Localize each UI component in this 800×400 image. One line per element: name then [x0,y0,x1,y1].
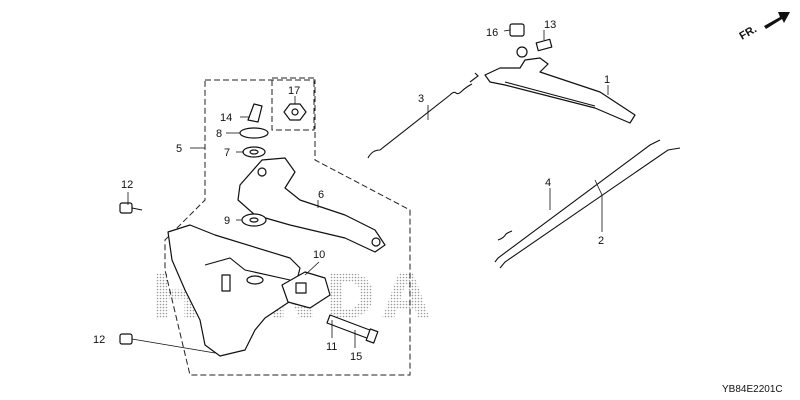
part-12-bolt-upper [119,202,143,214]
nut-inset-box [271,77,315,131]
part-4-rod [494,139,661,263]
callout-7: 7 [224,147,230,159]
diagram-code: YB84E2201C [722,384,783,395]
part-3-spring-rod [367,72,479,159]
callout-15: 15 [350,351,362,363]
part-7-washer [242,146,266,158]
part-9-washer [241,213,267,227]
callout-9: 9 [224,215,230,227]
callout-5: 5 [176,143,182,155]
callout-6: 6 [318,189,324,201]
part-2-rod [499,147,681,269]
callout-2: 2 [598,235,604,247]
callout-12-upper: 12 [121,179,133,191]
callout-8: 8 [216,128,222,140]
callout-3: 3 [418,93,424,105]
callout-12-lower: 12 [93,334,105,346]
part-10-block [281,271,331,309]
part-12-bolt-lower [119,333,133,345]
assembly-boundary [164,79,411,376]
part-13-bolt [535,38,553,52]
part-15-bolt [326,314,379,344]
part-8-washer [239,127,269,139]
part-17-nut [283,103,307,121]
callouts: 1 2 3 4 5 6 7 8 9 10 11 12 12 13 14 15 1… [93,19,610,363]
part-1-lever [484,46,636,124]
part-16-nut [509,23,525,37]
direction-arrow-icon [764,12,790,29]
direction-label: FR. [738,23,759,42]
callout-14: 14 [220,112,232,124]
front-direction-indicator: FR. [738,12,790,43]
part-6-governor-arm [237,157,386,253]
part-5-bracket [167,224,301,357]
callout-17: 17 [288,85,300,97]
callout-11: 11 [326,341,337,353]
callout-10: 10 [313,249,325,261]
part-14-wing-nut [247,103,263,123]
leader-lines [127,29,609,354]
callout-1: 1 [604,74,610,86]
callout-4: 4 [545,177,551,189]
callout-16: 16 [486,27,498,39]
callout-13: 13 [544,19,556,31]
